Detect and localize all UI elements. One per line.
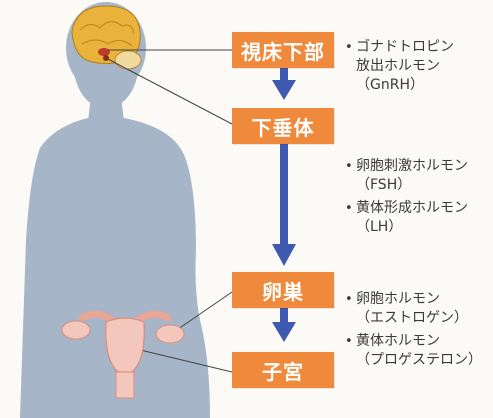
note-line: （プロゲステロン）	[356, 352, 482, 368]
flow-arrows	[272, 62, 296, 342]
arrow-pituitary-to-ovary	[272, 140, 296, 266]
box-uterus: 子宮	[232, 352, 334, 388]
bullet: •	[345, 334, 353, 349]
bullet: •	[345, 159, 353, 174]
note-item: • 黄体ホルモン （プロゲステロン）	[345, 332, 482, 370]
note-line: 黄体ホルモン	[356, 333, 440, 349]
note-line: （FSH）	[356, 177, 412, 193]
box-hypothalamus: 視床下部	[232, 32, 334, 68]
arrow-ovary-to-uterus	[272, 308, 296, 342]
box-ovary: 卵巣	[232, 272, 334, 308]
brain-illustration	[71, 5, 142, 70]
note-item: • 黄体形成ホルモン （LH）	[345, 199, 468, 237]
bullet: •	[345, 292, 353, 307]
note-pituitary-hormones: • 卵胞刺激ホルモン （FSH） • 黄体形成ホルモン （LH）	[345, 157, 468, 241]
note-line: 放出ホルモン	[356, 58, 440, 74]
leader-lines	[105, 49, 233, 373]
hypothalamus-spot	[98, 48, 110, 56]
arrow-hypothalamus-to-pituitary	[272, 62, 296, 100]
right-ovary	[155, 324, 185, 344]
note-line: （GnRH）	[356, 77, 424, 93]
note-ovary-hormones: • 卵胞ホルモン （エストロゲン） • 黄体ホルモン （プロゲステロン）	[345, 290, 482, 374]
note-line: 卵胞刺激ホルモン	[356, 158, 468, 174]
left-ovary	[61, 320, 91, 340]
note-item: • 卵胞刺激ホルモン （FSH）	[345, 157, 468, 195]
note-item: • 卵胞ホルモン （エストロゲン）	[345, 290, 482, 328]
bullet: •	[345, 201, 353, 216]
note-hypothalamus-hormones: • ゴナドトロピン 放出ホルモン （GnRH）	[345, 38, 454, 99]
note-line: 卵胞ホルモン	[356, 291, 440, 307]
bullet: •	[345, 40, 353, 55]
note-item: • ゴナドトロピン 放出ホルモン （GnRH）	[345, 38, 454, 95]
note-line: （エストロゲン）	[356, 310, 468, 326]
uterus-illustration	[61, 310, 185, 399]
note-line: ゴナドトロピン	[356, 39, 454, 55]
box-pituitary: 下垂体	[232, 108, 334, 144]
note-line: 黄体形成ホルモン	[356, 200, 468, 216]
note-line: （LH）	[356, 219, 403, 235]
